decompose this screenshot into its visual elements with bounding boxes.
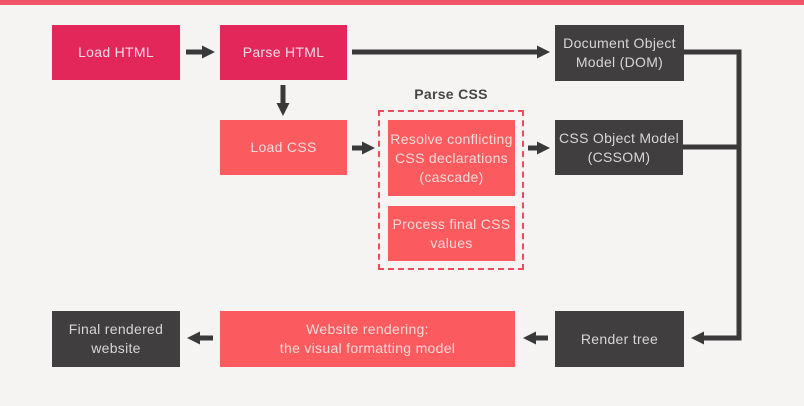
node-load-css-label: Load CSS <box>250 139 317 155</box>
node-resolve-cascade: Resolve conflicting CSS declarations (ca… <box>388 120 515 196</box>
node-load-html-label: Load HTML <box>78 44 154 60</box>
node-css-object-model-label: CSS Object Model (CSSOM) <box>559 129 679 165</box>
node-load-css: Load CSS <box>220 120 347 175</box>
node-final-rendered-website: Final rendered website <box>52 311 180 367</box>
node-resolve-cascade-label: Resolve conflicting CSS declarations (ca… <box>390 130 513 185</box>
node-render-tree-label: Render tree <box>580 330 659 347</box>
node-load-html: Load HTML <box>52 25 180 80</box>
top-accent-bar <box>0 0 804 5</box>
node-process-final-css-values-label: Process final CSS values <box>392 215 511 251</box>
parse-css-group-outline <box>378 110 524 270</box>
node-parse-html: Parse HTML <box>220 25 347 80</box>
node-css-object-model: CSS Object Model (CSSOM) <box>555 120 683 175</box>
arrow-dom-cssom-to-render-tree <box>684 49 742 345</box>
node-website-rendering: Website rendering: the visual formatting… <box>220 311 515 367</box>
node-parse-html-label: Parse HTML <box>242 44 325 60</box>
node-render-tree: Render tree <box>555 311 684 367</box>
node-final-rendered-website-label: Final rendered website <box>68 321 164 356</box>
node-process-final-css-values: Process final CSS values <box>388 206 515 261</box>
node-document-object-model: Document Object Model (DOM) <box>555 25 684 81</box>
parse-css-group-label: Parse CSS <box>414 86 488 102</box>
node-document-object-model-label: Document Object Model (DOM) <box>563 35 676 70</box>
node-website-rendering-label: Website rendering: the visual formatting… <box>279 321 456 356</box>
